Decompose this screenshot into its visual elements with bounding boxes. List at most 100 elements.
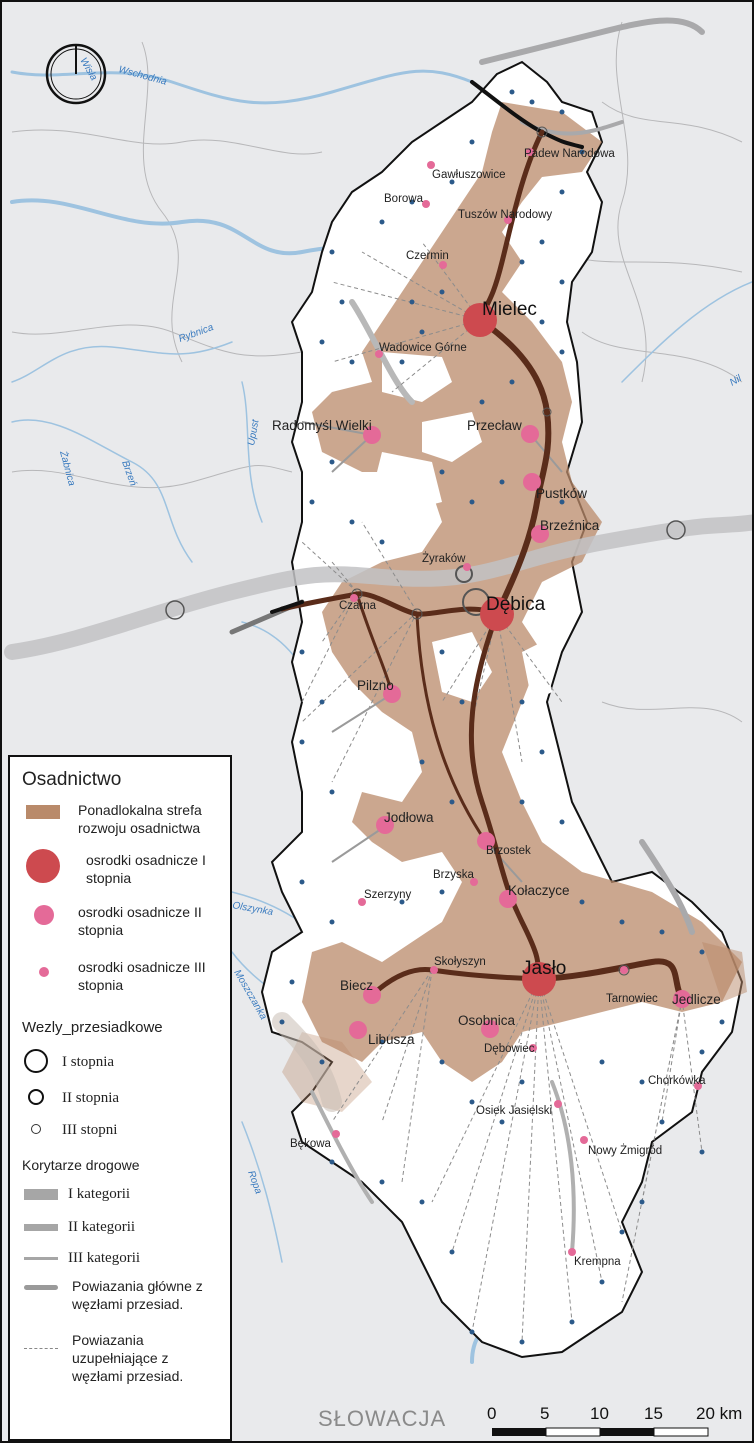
complementary-links bbox=[301, 241, 703, 1343]
village-symbol bbox=[39, 967, 49, 977]
town-marker bbox=[531, 525, 549, 543]
legend: Osadnictwo Ponadlokalna strefa rozwoju o… bbox=[8, 755, 232, 1441]
village-marker bbox=[620, 966, 628, 974]
cities: Mielec Dębica Jasło bbox=[463, 299, 566, 996]
town-marker bbox=[499, 890, 517, 908]
legend-nodes-title: Wezly_przesiadkowe bbox=[22, 1019, 163, 1036]
village-label: Chorkówka bbox=[648, 1075, 706, 1087]
town-marker bbox=[523, 473, 541, 491]
town-label: Jodłowa bbox=[384, 810, 434, 825]
legend-centers-2: osrodki osadnicze II stopnia bbox=[78, 904, 202, 938]
scale-tick: 20 km bbox=[696, 1404, 743, 1423]
town-marker bbox=[363, 986, 381, 1004]
river-label: Żabnica bbox=[57, 449, 78, 488]
legend-cat-1: I kategorii bbox=[68, 1186, 131, 1202]
village-label: Wadowice Górne bbox=[379, 342, 467, 354]
transfer-node bbox=[411, 608, 423, 620]
town-label: Pilzno bbox=[357, 678, 394, 693]
village-marker bbox=[568, 1248, 576, 1256]
legend-centers-3: osrodki osadnicze III stopnia bbox=[78, 959, 206, 993]
village-marker bbox=[526, 148, 534, 156]
village-marker bbox=[470, 878, 478, 886]
town-marker bbox=[376, 816, 394, 834]
transfer-node bbox=[542, 407, 552, 417]
town-marker bbox=[349, 1021, 367, 1039]
main-link-line bbox=[24, 1285, 58, 1290]
town-marker bbox=[673, 990, 691, 1008]
town-label: Kołaczyce bbox=[508, 883, 570, 898]
river-label: Upust bbox=[246, 418, 262, 447]
scale-bar bbox=[492, 1427, 709, 1437]
village-marker bbox=[358, 898, 366, 906]
zone-swatch bbox=[26, 805, 60, 819]
village-marker bbox=[332, 1130, 340, 1138]
transfer-node bbox=[536, 126, 548, 138]
village-label: Żyraków bbox=[422, 552, 466, 565]
town-symbol bbox=[34, 905, 54, 925]
scale-tick: 10 bbox=[590, 1404, 609, 1423]
village-label: Padew Narodowa bbox=[524, 148, 615, 160]
town-marker bbox=[481, 1020, 499, 1038]
village-label: Tuszów Narodowy bbox=[458, 209, 552, 221]
city-symbol bbox=[26, 849, 60, 883]
legend-extra-links: Powiazania uzupełniające z węzłami przes… bbox=[72, 1332, 184, 1384]
category-2-line bbox=[24, 1224, 58, 1231]
transfer-node bbox=[666, 520, 686, 540]
village-label: Czarna bbox=[339, 600, 377, 612]
village-label: Krempna bbox=[574, 1256, 621, 1268]
transfer-node bbox=[618, 964, 630, 976]
compass-icon bbox=[45, 43, 107, 105]
village-dots bbox=[279, 89, 725, 1345]
scale-tick: 0 bbox=[487, 1404, 497, 1423]
extra-link-line bbox=[24, 1348, 58, 1349]
village-label: Szerzyny bbox=[364, 889, 412, 901]
towns: Radomyśl Wielki Przecław Pustków Brzeźni… bbox=[272, 418, 721, 1047]
village-marker bbox=[439, 261, 447, 269]
town-label: Jedlicze bbox=[672, 992, 721, 1007]
city-label: Dębica bbox=[486, 594, 546, 615]
legend-zone: Ponadlokalna strefa rozwoju osadnictwa bbox=[78, 802, 202, 836]
river-label: Nil bbox=[728, 373, 744, 389]
river-label: Olszynka bbox=[231, 900, 274, 918]
scale-tick: 15 bbox=[644, 1404, 663, 1423]
village-marker bbox=[350, 594, 358, 602]
village-marker bbox=[422, 200, 430, 208]
category-3-line bbox=[24, 1257, 58, 1260]
village-label: Skołyszyn bbox=[434, 956, 486, 968]
city-marker bbox=[480, 597, 514, 631]
village-marker bbox=[463, 563, 471, 571]
legend-main-links: Powiazania główne z węzłami przesiad. bbox=[72, 1278, 203, 1312]
village-marker bbox=[694, 1082, 702, 1090]
village-label: Brzyska bbox=[433, 869, 475, 881]
river-label: Wschodnia bbox=[117, 64, 168, 88]
city-label: Mielec bbox=[482, 299, 537, 320]
town-label: Brzeźnica bbox=[540, 518, 600, 533]
village-label: Nowy Żmigród bbox=[588, 1144, 662, 1157]
river-label: Ropa bbox=[245, 1169, 264, 1196]
village-marker bbox=[427, 161, 435, 169]
town-label: Pustków bbox=[536, 486, 587, 501]
scale-tick: 5 bbox=[540, 1404, 550, 1423]
town-label: Osobnica bbox=[458, 1013, 516, 1028]
country-label: SŁOWACJA bbox=[318, 1406, 447, 1431]
village-marker bbox=[375, 350, 383, 358]
legend-cat-3: III kategorii bbox=[68, 1250, 141, 1266]
node-2-symbol bbox=[28, 1089, 44, 1105]
village-label: Czermin bbox=[406, 250, 449, 262]
village-marker bbox=[430, 966, 438, 974]
city-marker bbox=[522, 962, 556, 996]
town-label: Brzostek bbox=[486, 845, 531, 857]
town-label: Libusza bbox=[368, 1032, 415, 1047]
town-label: Przecław bbox=[467, 418, 522, 433]
transfer-node bbox=[165, 600, 185, 620]
river-label: Wisła bbox=[77, 56, 99, 83]
legend-node-3: III stopni bbox=[62, 1122, 118, 1138]
legend-centers-1: osrodki osadnicze I stopnia bbox=[86, 852, 206, 886]
road-corridors bbox=[4, 17, 752, 1254]
village-label: Gawłuszowice bbox=[432, 169, 506, 181]
town-label: Radomyśl Wielki bbox=[272, 418, 372, 433]
village-label: Bękowa bbox=[290, 1138, 332, 1150]
category-1-line bbox=[24, 1189, 58, 1200]
